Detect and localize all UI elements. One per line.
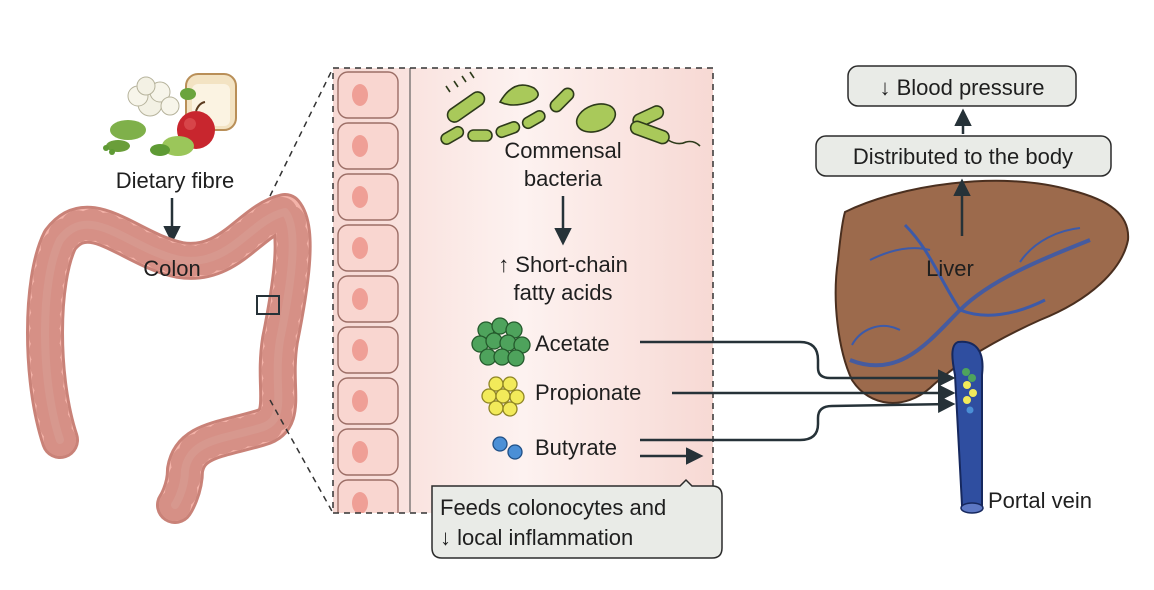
cell-nucleus	[750, 288, 766, 310]
portal-vein-label: Portal vein	[988, 488, 1092, 513]
feeds-callout: Feeds colonocytes and ↓ local inflammati…	[431, 478, 723, 559]
blood-pressure-label: ↓ Blood pressure	[879, 75, 1044, 100]
food-icon	[103, 73, 237, 156]
blood-pressure-box: ↓ Blood pressure	[847, 65, 1077, 107]
cell-nucleus	[352, 441, 368, 463]
scfa-label-line2: fatty acids	[513, 280, 612, 305]
cell-nucleus	[750, 84, 766, 106]
cell-nucleus	[750, 492, 766, 514]
butyrate-cluster-icon	[492, 436, 523, 460]
cell-nucleus	[750, 237, 766, 259]
cell-nucleus	[750, 135, 766, 157]
cell-nucleus	[750, 441, 766, 463]
dietary-fibre-label: Dietary fibre	[116, 168, 235, 193]
epithelial-cell	[728, 378, 788, 424]
epithelial-cell	[728, 225, 788, 271]
epithelial-cell	[728, 123, 788, 169]
cell-nucleus	[352, 135, 368, 157]
propionate-cluster-icon	[481, 376, 525, 417]
feeds-label-line2: ↓ local inflammation	[440, 525, 633, 550]
right-epithelium	[722, 68, 788, 526]
feeds-label-line1: Feeds colonocytes and	[440, 495, 666, 520]
cell-nucleus	[352, 339, 368, 361]
portal-vein	[951, 340, 984, 514]
cell-nucleus	[352, 390, 368, 412]
epithelial-cell	[728, 276, 788, 322]
liver-label: Liver	[926, 256, 974, 281]
cell-nucleus	[750, 186, 766, 208]
cell-nucleus	[352, 237, 368, 259]
distributed-box: Distributed to the body	[815, 135, 1112, 177]
commensal-label-line2: bacteria	[524, 166, 603, 191]
bacteria-icon	[440, 71, 701, 147]
cell-nucleus	[352, 84, 368, 106]
zoom-source-box	[256, 295, 280, 315]
colon-label: Colon	[143, 256, 200, 281]
distributed-label: Distributed to the body	[853, 144, 1073, 169]
commensal-label-line1: Commensal	[504, 138, 621, 163]
acetate-label: Acetate	[535, 331, 610, 356]
epithelial-cell	[728, 174, 788, 220]
cell-nucleus	[352, 186, 368, 208]
epithelial-cell	[728, 429, 788, 475]
liver-illustration	[834, 179, 1130, 404]
propionate-label: Propionate	[535, 380, 641, 405]
scfa-label-line1: ↑ Short-chain	[498, 252, 628, 277]
epithelial-cell	[728, 72, 788, 118]
epithelial-cell	[728, 327, 788, 373]
cell-nucleus	[352, 492, 368, 513]
colon-illustration	[26, 193, 312, 524]
butyrate-label: Butyrate	[535, 435, 617, 460]
acetate-cluster-icon	[471, 317, 531, 367]
scfa-flow-arrows	[640, 340, 956, 465]
left-epithelium	[337, 68, 411, 513]
epithelial-cell	[728, 480, 788, 526]
cell-nucleus	[352, 288, 368, 310]
